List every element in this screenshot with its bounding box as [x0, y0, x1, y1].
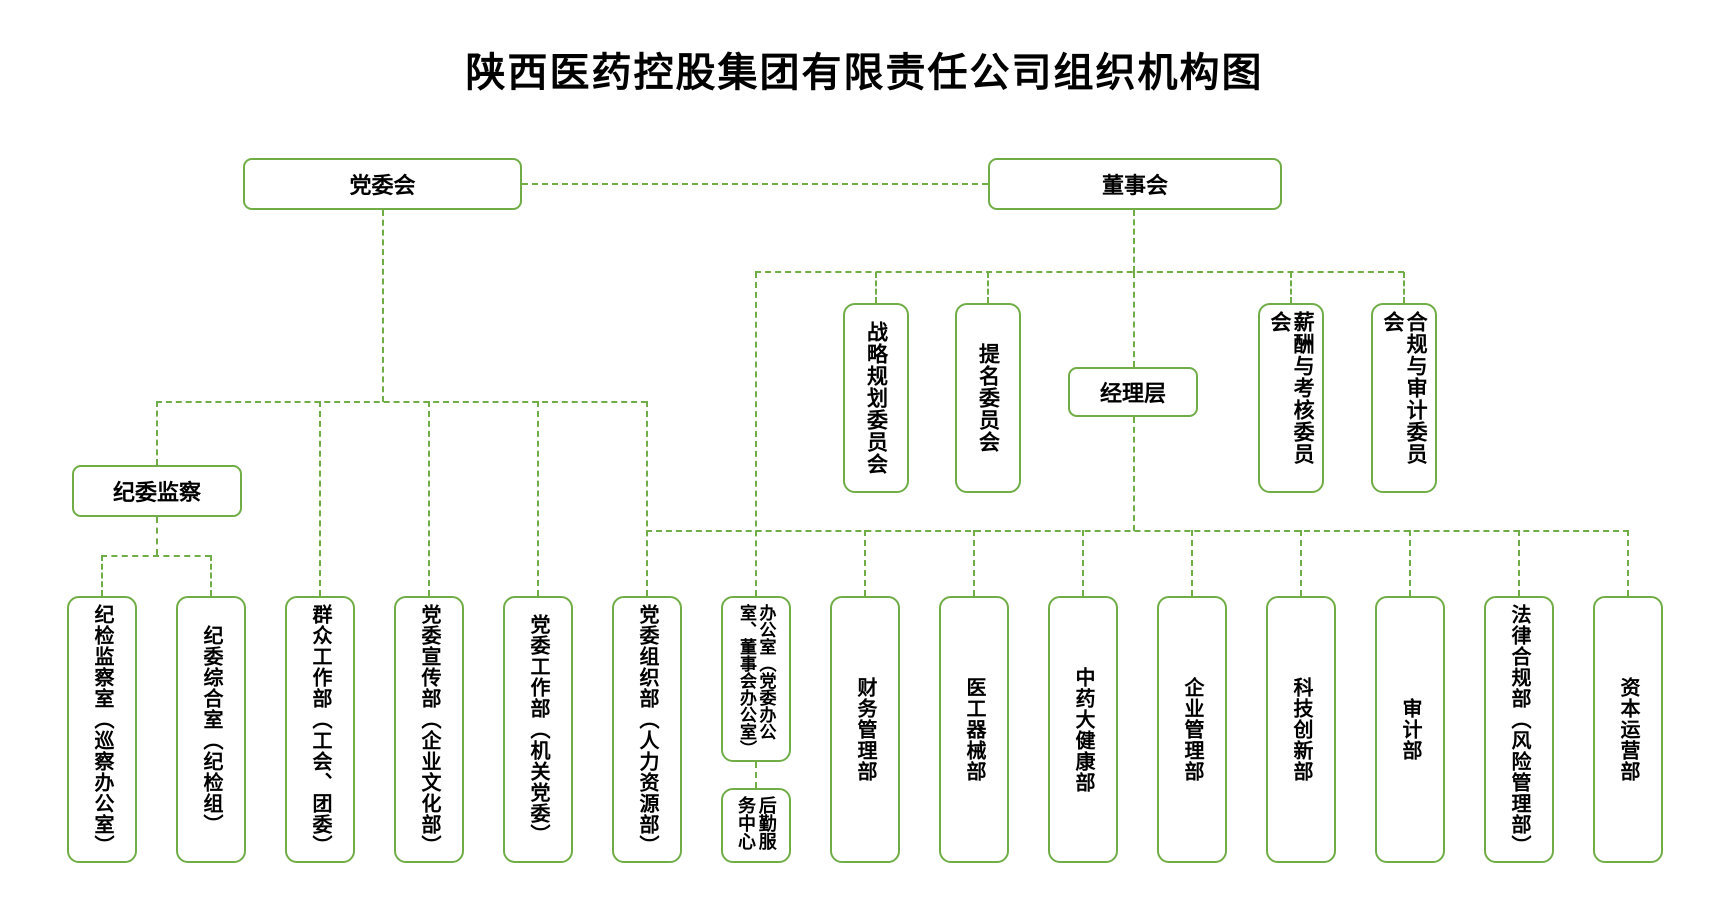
- box-general-office: 办公室（党委办公室、董事会办公室）: [721, 596, 791, 762]
- box-medical-devices-dept: 医工器械部: [939, 596, 1009, 863]
- box-tcm-health-dept-label: 中药大健康部: [1072, 666, 1094, 793]
- connector-compensation-drop: [1290, 272, 1292, 303]
- box-discipline-supervision: 纪委监察: [72, 465, 242, 517]
- connector-board-drop: [1133, 210, 1135, 272]
- box-discipline-general-office-label: 纪委综合室（纪检组）: [200, 624, 222, 835]
- box-discipline-inspection-office-label: 纪检监察室（巡察办公室）: [91, 604, 113, 856]
- connector-audit-drop: [1409, 530, 1411, 596]
- box-enterprise-mgmt-dept-label: 企业管理部: [1181, 677, 1203, 782]
- box-manager-layer-label: 经理层: [1099, 381, 1166, 406]
- box-medical-devices-dept-label: 医工器械部: [963, 677, 985, 782]
- box-mass-work-dept-label: 群众工作部（工会、团委）: [309, 604, 331, 856]
- box-general-office-label: 办公室（党委办公室、董事会办公室）: [737, 604, 776, 757]
- box-finance-dept: 财务管理部: [830, 596, 900, 863]
- box-compliance-audit-committee: 合规与审计委员会: [1371, 303, 1437, 493]
- box-nomination-committee-label: 提名委员会: [976, 343, 1000, 453]
- connector-medical-devices-drop: [973, 530, 975, 596]
- box-finance-dept-label: 财务管理部: [854, 677, 876, 782]
- connector-party-rail: [156, 401, 647, 403]
- connector-mass-work-drop: [319, 401, 321, 596]
- box-audit-dept: 审计部: [1375, 596, 1445, 863]
- connector-party-drop: [382, 210, 384, 402]
- box-party-work-dept: 党委工作部（机关党委）: [503, 596, 573, 863]
- box-nomination-committee: 提名委员会: [955, 303, 1021, 493]
- box-party-organization-dept: 党委组织部（人力资源部）: [612, 596, 682, 863]
- box-party-publicity-dept-label: 党委宣传部（企业文化部）: [418, 604, 440, 856]
- connector-discipline-drop: [156, 401, 158, 465]
- connector-party-board: [522, 183, 988, 185]
- box-audit-dept-label: 审计部: [1399, 698, 1421, 761]
- connector-office-long-drop: [755, 272, 757, 596]
- box-discipline-inspection-office: 纪检监察室（巡察办公室）: [67, 596, 137, 863]
- box-party-publicity-dept: 党委宣传部（企业文化部）: [394, 596, 464, 863]
- box-legal-compliance-dept: 法律合规部（风险管理部）: [1484, 596, 1554, 863]
- chart-title: 陕西医药控股集团有限责任公司组织机构图: [465, 51, 1264, 95]
- box-capital-operation-dept: 资本运营部: [1593, 596, 1663, 863]
- box-logistics-service-center-label: 后勤服务中心: [736, 796, 777, 850]
- box-tech-innovation-dept: 科技创新部: [1266, 596, 1336, 863]
- connector-capital-operation-drop: [1627, 530, 1629, 596]
- connector-departments-rail: [646, 530, 1629, 532]
- connector-logistics-drop: [755, 762, 757, 788]
- connector-organization-drop: [646, 401, 648, 596]
- box-capital-operation-dept-label: 资本运营部: [1617, 677, 1639, 782]
- connector-inspection-office-drop: [101, 555, 103, 596]
- connector-manager-bottom-drop: [1133, 417, 1135, 531]
- box-board-of-directors: 董事会: [988, 158, 1282, 210]
- box-party-work-dept-label: 党委工作部（机关党委）: [527, 614, 549, 845]
- connector-party-work-drop: [537, 401, 539, 596]
- connector-finance-drop: [864, 530, 866, 596]
- box-discipline-general-office: 纪委综合室（纪检组）: [176, 596, 246, 863]
- box-board-of-directors-label: 董事会: [1101, 173, 1168, 198]
- box-discipline-supervision-label: 纪委监察: [112, 480, 201, 505]
- connector-compliance-drop: [1403, 272, 1405, 303]
- connector-committees-rail: [755, 271, 1404, 273]
- connector-manager-top-drop: [1133, 272, 1135, 367]
- connector-nomination-drop: [987, 272, 989, 303]
- connector-discipline-rail: [101, 555, 211, 557]
- box-strategy-committee-label: 战略规划委员会: [864, 321, 888, 475]
- box-compensation-committee-label: 薪酬与考核委员会: [1268, 311, 1315, 465]
- connector-publicity-drop: [428, 401, 430, 596]
- box-tcm-health-dept: 中药大健康部: [1048, 596, 1118, 863]
- box-legal-compliance-dept-label: 法律合规部（风险管理部）: [1508, 604, 1530, 856]
- connector-general-office-drop: [210, 555, 212, 596]
- connector-legal-compliance-drop: [1518, 530, 1520, 596]
- box-tech-innovation-dept-label: 科技创新部: [1290, 677, 1312, 782]
- connector-discipline-sub-drop: [156, 517, 158, 555]
- box-logistics-service-center: 后勤服务中心: [721, 788, 791, 863]
- box-mass-work-dept: 群众工作部（工会、团委）: [285, 596, 355, 863]
- box-compensation-committee: 薪酬与考核委员会: [1258, 303, 1324, 493]
- box-enterprise-mgmt-dept: 企业管理部: [1157, 596, 1227, 863]
- box-manager-layer: 经理层: [1068, 367, 1198, 417]
- box-party-committee: 党委会: [243, 158, 522, 210]
- connector-tech-innovation-drop: [1300, 530, 1302, 596]
- connector-tcm-health-drop: [1082, 530, 1084, 596]
- box-party-committee-label: 党委会: [349, 173, 416, 198]
- box-party-organization-dept-label: 党委组织部（人力资源部）: [636, 604, 658, 856]
- box-strategy-committee: 战略规划委员会: [843, 303, 909, 493]
- connector-enterprise-mgmt-drop: [1191, 530, 1193, 596]
- box-compliance-audit-committee-label: 合规与审计委员会: [1381, 311, 1428, 465]
- connector-strategy-drop: [875, 272, 877, 303]
